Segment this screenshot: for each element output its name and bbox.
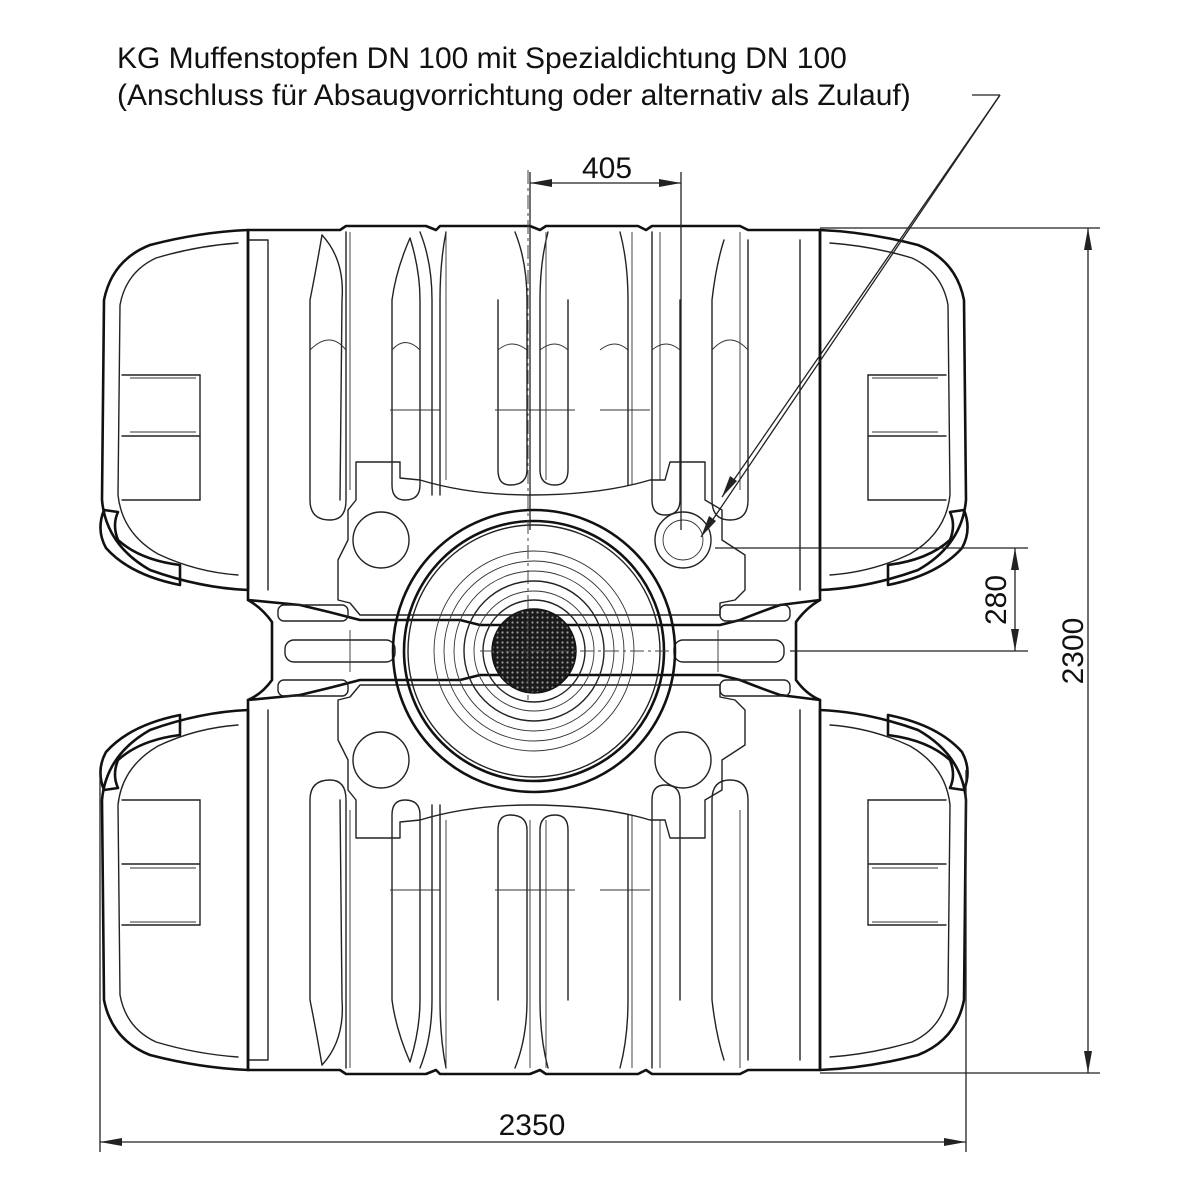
- left-lobe-top: [100, 228, 250, 592]
- callout-text: KG Muffenstopfen DN 100 mit Spezialdicht…: [117, 40, 1017, 114]
- dimension-2350-label: 2350: [499, 1109, 566, 1142]
- tank-bottom-half: [99, 673, 969, 1076]
- connector-band: [246, 598, 822, 702]
- dimension-280: 280: [715, 547, 1028, 652]
- dimension-280-label: 280: [980, 575, 1013, 625]
- dimension-405: 405: [529, 152, 682, 530]
- dimension-2350: 2350: [99, 770, 967, 1152]
- dimension-405-label: 405: [582, 152, 632, 185]
- callout-line-2: (Anschluss für Absaugvorrichtung oder al…: [117, 79, 911, 112]
- tank-top-half: [99, 224, 969, 627]
- callout-leader: [700, 94, 1001, 538]
- dimension-2300-label: 2300: [1057, 618, 1090, 685]
- right-lobe-top: [818, 228, 968, 592]
- dimension-2300: 2300: [820, 227, 1100, 1074]
- callout-line-1: KG Muffenstopfen DN 100 mit Spezialdicht…: [117, 42, 847, 75]
- ribs-top: [247, 231, 801, 591]
